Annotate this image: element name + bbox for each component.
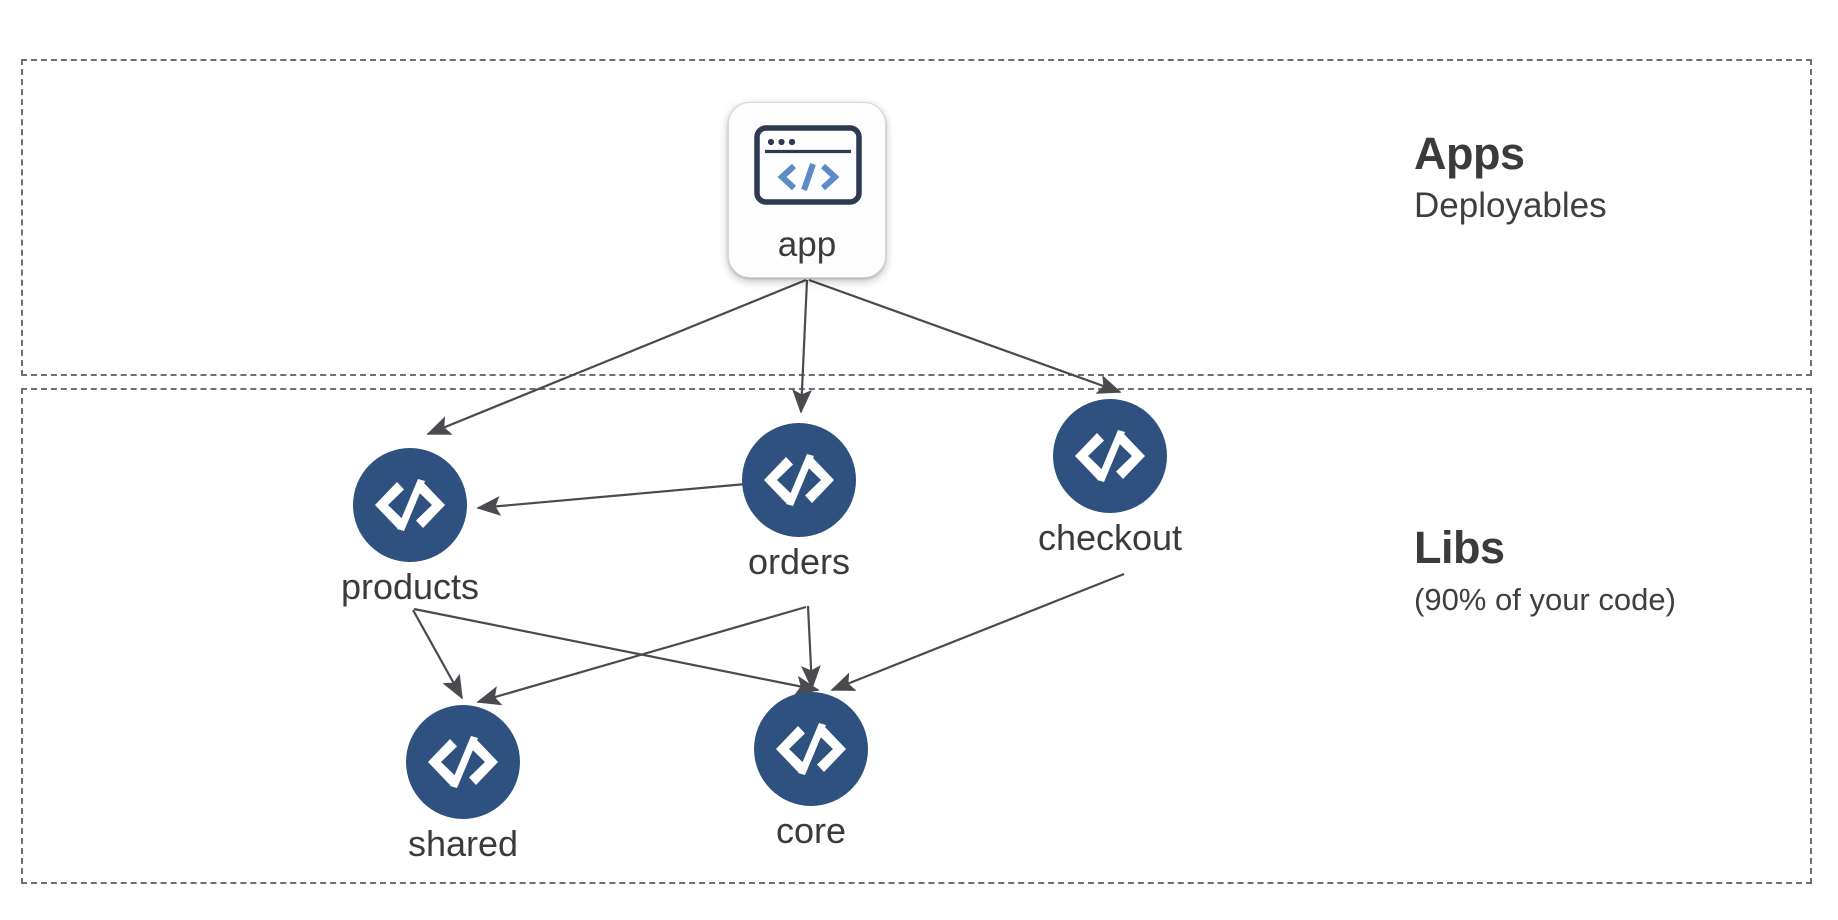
apps-layer-caption: Apps Deployables: [1414, 128, 1607, 226]
browser-code-icon: [754, 125, 862, 205]
node-checkout[interactable]: checkout: [1038, 399, 1182, 558]
code-icon: [353, 448, 467, 562]
libs-layer-caption: Libs (90% of your code): [1414, 522, 1676, 617]
node-shared-label: shared: [407, 823, 519, 864]
code-icon: [1053, 399, 1167, 513]
apps-layer-title: Apps: [1414, 128, 1525, 179]
node-app[interactable]: app: [728, 102, 886, 278]
node-orders-label: orders: [747, 541, 851, 582]
node-products[interactable]: products: [341, 448, 479, 607]
node-products-label: products: [340, 566, 480, 607]
node-orders[interactable]: orders: [742, 423, 856, 582]
apps-layer-subtitle: Deployables: [1414, 185, 1607, 225]
node-shared[interactable]: shared: [406, 705, 520, 864]
libs-layer-subtitle: (90% of your code): [1414, 581, 1676, 617]
libs-layer-title: Libs: [1414, 522, 1505, 573]
node-checkout-label: checkout: [1037, 517, 1183, 558]
node-core[interactable]: core: [754, 692, 868, 851]
node-core-label: core: [775, 810, 847, 851]
code-icon: [754, 692, 868, 806]
node-app-label: app: [777, 225, 837, 264]
code-icon: [406, 705, 520, 819]
code-icon: [742, 423, 856, 537]
